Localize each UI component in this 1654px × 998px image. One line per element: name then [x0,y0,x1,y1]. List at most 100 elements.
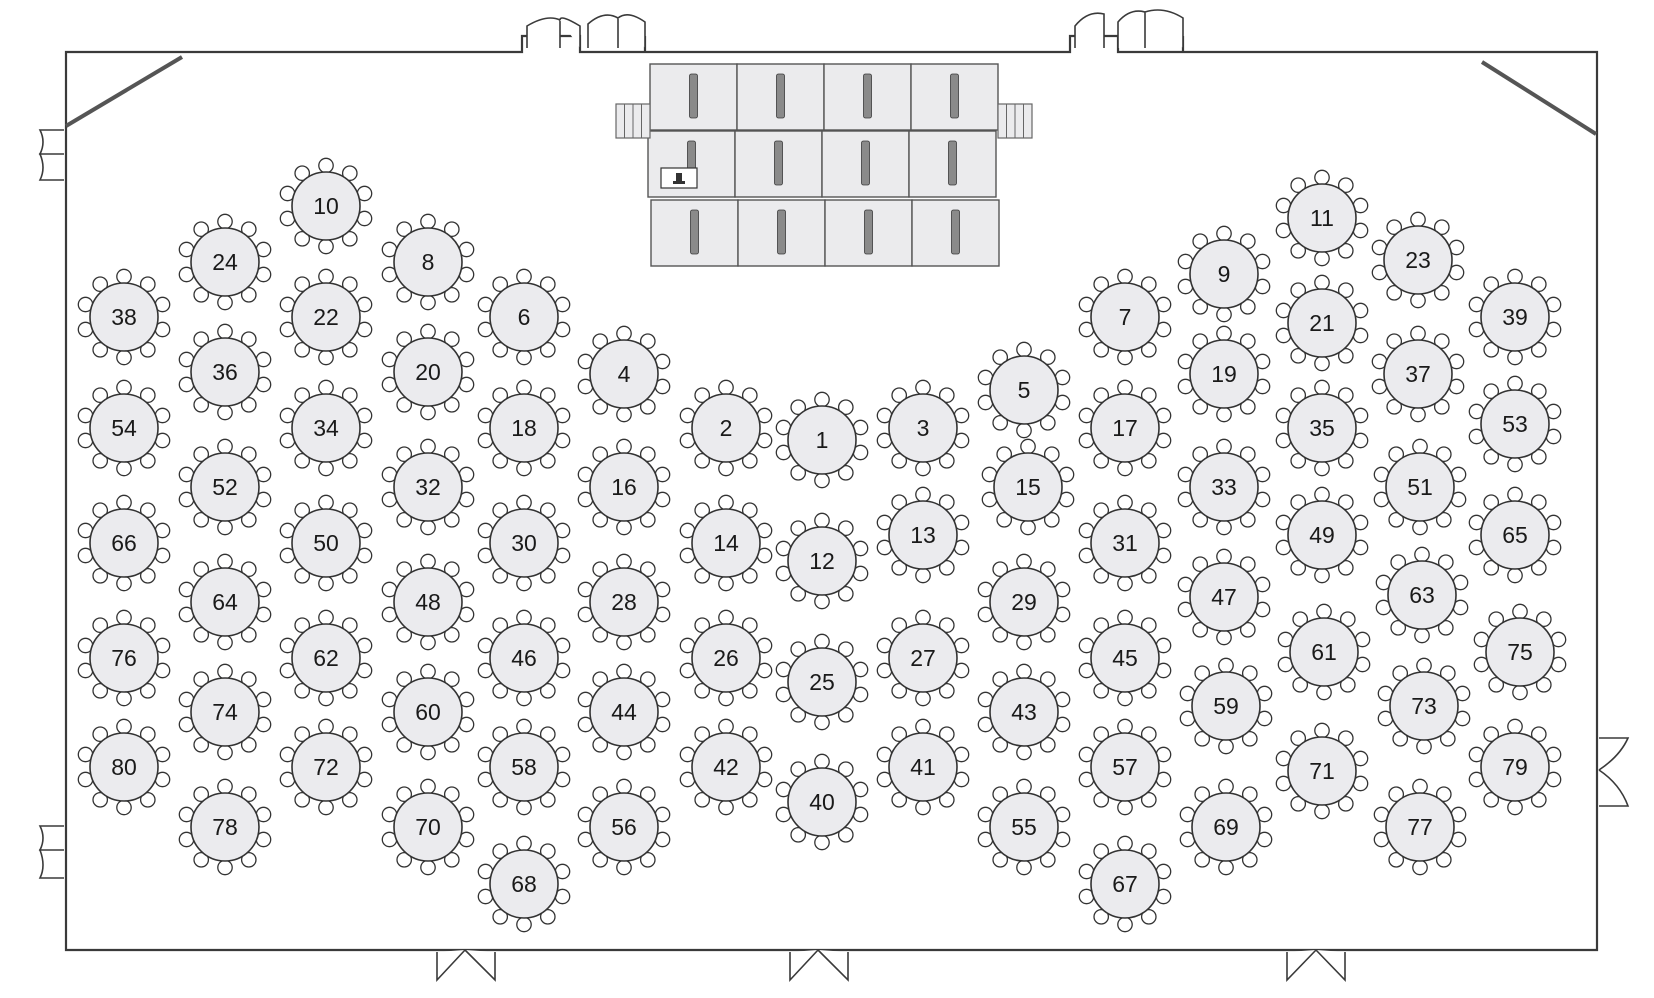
door-right[interactable] [1598,737,1630,807]
round-table[interactable]: 25 [775,633,869,731]
round-table[interactable]: 30 [477,494,571,592]
round-table[interactable]: 46 [477,609,571,707]
round-table[interactable]: 67 [1078,835,1172,933]
round-table[interactable]: 12 [775,512,869,610]
round-table[interactable]: 52 [178,438,272,536]
round-table[interactable]: 47 [1177,548,1271,646]
door-left-top[interactable] [38,129,64,181]
round-table[interactable]: 74 [178,663,272,761]
round-table[interactable]: 29 [977,553,1071,651]
round-table[interactable]: 34 [279,379,373,477]
round-table[interactable]: 60 [381,663,475,761]
round-table[interactable]: 19 [1177,325,1271,423]
round-table[interactable]: 50 [279,494,373,592]
chair [116,379,132,396]
round-table[interactable]: 13 [876,486,970,584]
round-table[interactable]: 66 [77,494,171,592]
round-table[interactable]: 44 [577,663,671,761]
round-table[interactable]: 35 [1275,379,1369,477]
round-table[interactable]: 75 [1473,603,1567,701]
round-table[interactable]: 40 [775,753,869,851]
round-table[interactable]: 26 [679,609,773,707]
table-top [787,405,857,475]
round-table[interactable]: 32 [381,438,475,536]
round-table[interactable]: 64 [178,553,272,651]
round-table[interactable]: 58 [477,718,571,816]
round-table[interactable]: 78 [178,778,272,876]
round-table[interactable]: 80 [77,718,171,816]
round-table[interactable]: 7 [1078,268,1172,366]
round-table[interactable]: 63 [1375,546,1469,644]
chair [92,502,109,519]
round-table[interactable]: 2 [679,379,773,477]
chair [639,786,656,803]
round-table[interactable]: 59 [1179,657,1273,755]
round-table[interactable]: 21 [1275,274,1369,372]
round-table[interactable]: 51 [1373,438,1467,536]
door-top-left[interactable] [526,14,646,48]
door-bottom-left[interactable] [436,949,496,983]
round-table[interactable]: 6 [477,268,571,366]
round-table[interactable]: 53 [1468,375,1562,473]
round-table[interactable]: 9 [1177,225,1271,323]
round-table[interactable]: 73 [1377,657,1471,755]
round-table[interactable]: 15 [981,438,1075,536]
round-table[interactable]: 69 [1179,778,1273,876]
round-table[interactable]: 65 [1468,486,1562,584]
round-table[interactable]: 57 [1078,718,1172,816]
round-table[interactable]: 68 [477,835,571,933]
chair [240,561,257,578]
round-table[interactable]: 1 [775,391,869,489]
round-table[interactable]: 49 [1275,486,1369,584]
round-table[interactable]: 77 [1373,778,1467,876]
round-table[interactable]: 70 [381,778,475,876]
round-table[interactable]: 72 [279,718,373,816]
round-table[interactable]: 61 [1277,603,1371,701]
round-table[interactable]: 37 [1371,325,1465,423]
round-table[interactable]: 22 [279,268,373,366]
round-table[interactable]: 42 [679,718,773,816]
round-table[interactable]: 28 [577,553,671,651]
round-table[interactable]: 23 [1371,211,1465,309]
round-table[interactable]: 20 [381,323,475,421]
round-table[interactable]: 76 [77,609,171,707]
round-table[interactable]: 11 [1275,169,1369,267]
round-table[interactable]: 18 [477,379,571,477]
round-table[interactable]: 36 [178,323,272,421]
round-table[interactable]: 4 [577,325,671,423]
round-table[interactable]: 45 [1078,609,1172,707]
chair [1339,676,1356,693]
round-table[interactable]: 41 [876,718,970,816]
chair [891,617,908,634]
round-table[interactable]: 38 [77,268,171,366]
round-table[interactable]: 24 [178,213,272,311]
round-table[interactable]: 43 [977,663,1071,761]
round-table[interactable]: 62 [279,609,373,707]
round-table[interactable]: 48 [381,553,475,651]
door-bottom-center[interactable] [789,949,849,983]
chair [1507,268,1523,285]
round-table[interactable]: 56 [577,778,671,876]
chair [1140,567,1157,584]
round-table[interactable]: 33 [1177,438,1271,536]
round-table[interactable]: 10 [279,157,373,255]
round-table[interactable]: 31 [1078,494,1172,592]
round-table[interactable]: 17 [1078,379,1172,477]
round-table[interactable]: 71 [1275,722,1369,820]
stage[interactable] [615,63,1033,267]
round-table[interactable]: 5 [977,341,1071,439]
door-top-right[interactable] [1074,9,1184,48]
chair [915,718,931,735]
round-table[interactable]: 39 [1468,268,1562,366]
round-table[interactable]: 54 [77,379,171,477]
round-table[interactable]: 16 [577,438,671,536]
round-table[interactable]: 14 [679,494,773,592]
door-left-bottom[interactable] [38,825,64,879]
round-table[interactable]: 79 [1468,718,1562,816]
round-table[interactable]: 55 [977,778,1071,876]
round-table[interactable]: 8 [381,213,475,311]
round-table[interactable]: 27 [876,609,970,707]
chair [217,213,233,230]
door-bottom-right[interactable] [1286,949,1346,982]
round-table[interactable]: 3 [876,379,970,477]
